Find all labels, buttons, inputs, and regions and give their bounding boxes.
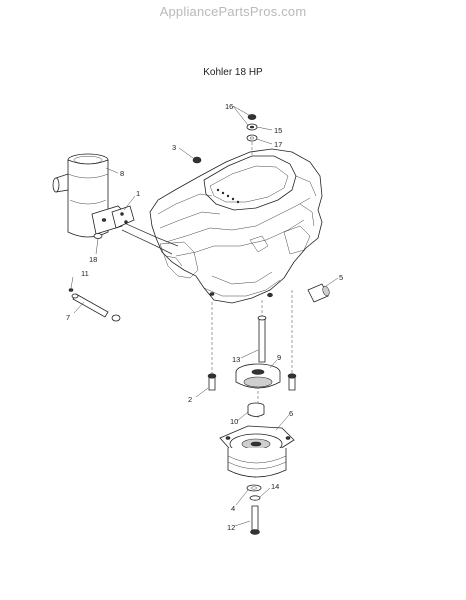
callout-5: 5 <box>339 273 343 282</box>
callout-labels: 16 15 17 3 8 1 18 11 7 5 13 9 2 10 6 4 1… <box>66 102 343 532</box>
callout-11: 11 <box>81 269 89 278</box>
part-pulley <box>235 363 281 389</box>
callout-15: 15 <box>274 126 282 135</box>
part-nut-3 <box>192 156 202 164</box>
callout-13: 13 <box>232 355 240 364</box>
part-washer-4-hole <box>250 486 258 490</box>
callout-12: 12 <box>227 523 235 532</box>
leader-lines <box>70 105 339 527</box>
part-spacer <box>247 402 265 417</box>
callout-17: 17 <box>274 140 282 149</box>
callout-4: 4 <box>231 504 235 513</box>
watermark: AppliancePartsPros.com <box>159 4 307 19</box>
callout-14: 14 <box>271 482 279 491</box>
part-sensor <box>307 283 330 303</box>
callout-3: 3 <box>172 143 176 152</box>
diagram-title: Kohler 18 HP <box>203 67 263 78</box>
callout-2: 2 <box>188 395 192 404</box>
part-bracket-clamp <box>111 205 135 229</box>
callout-1: 1 <box>136 189 140 198</box>
callout-10: 10 <box>230 417 238 426</box>
callout-7: 7 <box>66 313 70 322</box>
part-fastener-stack <box>246 114 258 156</box>
part-pin <box>68 288 121 322</box>
part-clutch <box>219 425 295 478</box>
callout-6: 6 <box>289 409 293 418</box>
callout-9: 9 <box>277 353 281 362</box>
callout-18: 18 <box>89 255 97 264</box>
engine-block <box>121 148 323 304</box>
callout-16: 16 <box>225 102 233 111</box>
callout-8: 8 <box>120 169 124 178</box>
part-bolt-13 <box>257 315 267 363</box>
part-bolt-2 <box>207 373 297 391</box>
part-washer-4 <box>246 484 262 492</box>
part-bolt-12 <box>250 505 260 535</box>
part-nut-18 <box>93 233 103 239</box>
part-washer-14 <box>249 495 261 501</box>
